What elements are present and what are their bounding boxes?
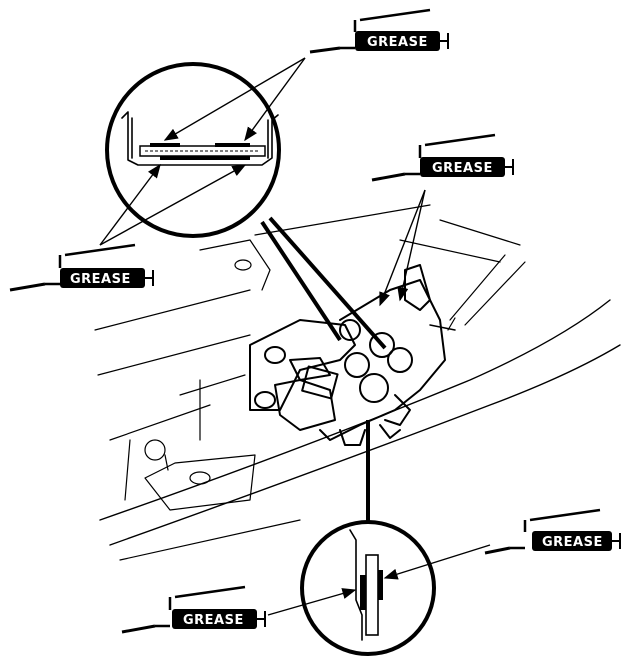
body-panel-lines	[94, 204, 621, 561]
grease-callout: GREASE	[309, 8, 449, 54]
grease-arrows	[99, 57, 491, 616]
lower-detail-circle	[300, 420, 436, 656]
grease-label: GREASE	[432, 161, 493, 176]
grease-label: GREASE	[183, 613, 244, 628]
grease-label: GREASE	[367, 35, 428, 50]
grease-callout: GREASE	[484, 508, 621, 555]
upper-detail-circle	[105, 62, 281, 238]
grease-label: GREASE	[70, 272, 131, 287]
grease-callout: GREASE	[121, 585, 266, 634]
upper-circle-connectors	[260, 216, 387, 350]
grease-label: GREASE	[542, 535, 603, 550]
grease-callout: GREASE	[371, 133, 514, 182]
door-hinge-assembly	[249, 264, 456, 446]
grease-callout: GREASE	[9, 243, 154, 292]
